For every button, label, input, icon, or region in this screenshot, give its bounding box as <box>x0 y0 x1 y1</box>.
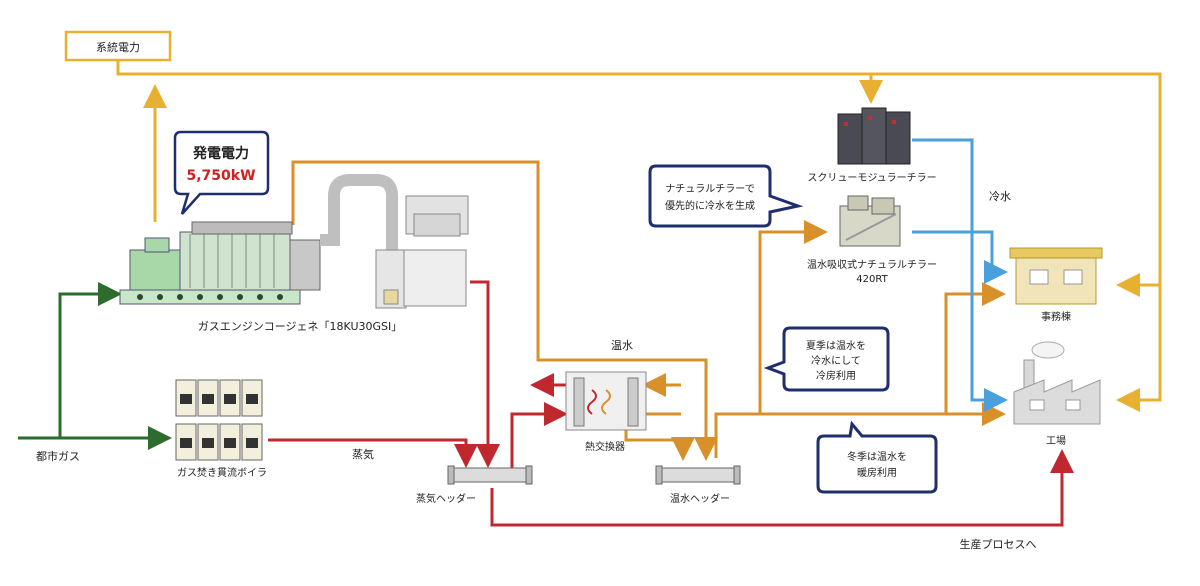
generated-power-callout: 発電電力 5,750kW <box>173 130 270 215</box>
gas-engine-label: ガスエンジンコージェネ「18KU30GSI」 <box>198 320 403 333</box>
screw-modular-chiller: スクリューモジュラーチラー <box>807 107 937 184</box>
summer-callout: 夏季は温水を 冷水にして 冷房利用 <box>763 326 890 392</box>
grid-power-box: 系統電力 <box>64 30 172 62</box>
generated-power-value: 5,750kW <box>186 168 255 184</box>
gas-engine-cogeneration: ガスエンジンコージェネ「18KU30GSI」 <box>119 221 403 333</box>
factory-label: 工場 <box>1046 434 1066 447</box>
grid-power-label: 系統電力 <box>96 40 140 54</box>
natural-chiller-callout: ナチュラルチラーで 優先的に冷水を生成 <box>648 164 804 228</box>
absorption-chiller-label-1: 温水吸収式ナチュラルチラー <box>807 258 937 271</box>
steam-lines <box>268 280 1074 527</box>
heat-exchanger-label: 熱交換器 <box>585 440 625 453</box>
factory-building: 工場 <box>1013 341 1101 447</box>
winter-callout: 冬季は温水を 暖房利用 <box>816 420 938 494</box>
cold-water-lines <box>912 138 1008 412</box>
steam-label: 蒸気 <box>352 447 374 461</box>
hot-water-header: 温水ヘッダー <box>655 465 741 505</box>
heat-exchanger: 熱交換器 <box>565 371 647 453</box>
power-lines <box>116 60 1162 412</box>
hot-water-label: 温水 <box>611 339 633 352</box>
summer-note-3: 冷房利用 <box>816 369 856 382</box>
natural-chiller-note-2: 優先的に冷水を生成 <box>665 199 755 212</box>
hot-water-header-label: 温水ヘッダー <box>670 492 730 505</box>
office-label: 事務棟 <box>1041 310 1071 323</box>
winter-note-1: 冬季は温水を <box>847 450 907 463</box>
absorption-chiller: 温水吸収式ナチュラルチラー 420RT <box>807 195 937 285</box>
steam-header-label: 蒸気ヘッダー <box>416 492 476 505</box>
production-label: 生産プロセスへ <box>960 537 1037 551</box>
city-gas-label: 都市ガス <box>36 449 80 463</box>
steam-header: 蒸気ヘッダー <box>416 465 533 505</box>
exhaust-heat-boiler <box>320 174 469 309</box>
generated-power-title: 発電電力 <box>192 145 249 162</box>
summer-note-1: 夏季は温水を <box>806 340 866 352</box>
summer-note-2: 冷水にして <box>811 354 861 367</box>
gas-lines <box>18 282 172 450</box>
natural-chiller-note-1: ナチュラルチラーで <box>665 183 754 195</box>
boiler-panels <box>180 394 258 448</box>
winter-note-2: 暖房利用 <box>857 466 897 479</box>
boiler-label: ガス焚き貫流ボイラ <box>177 466 267 479</box>
cold-water-label: 冷水 <box>989 190 1011 203</box>
office-building: 事務棟 <box>1009 247 1103 323</box>
screw-chiller-label: スクリューモジュラーチラー <box>807 172 936 184</box>
absorption-chiller-label-2: 420RT <box>856 274 888 285</box>
